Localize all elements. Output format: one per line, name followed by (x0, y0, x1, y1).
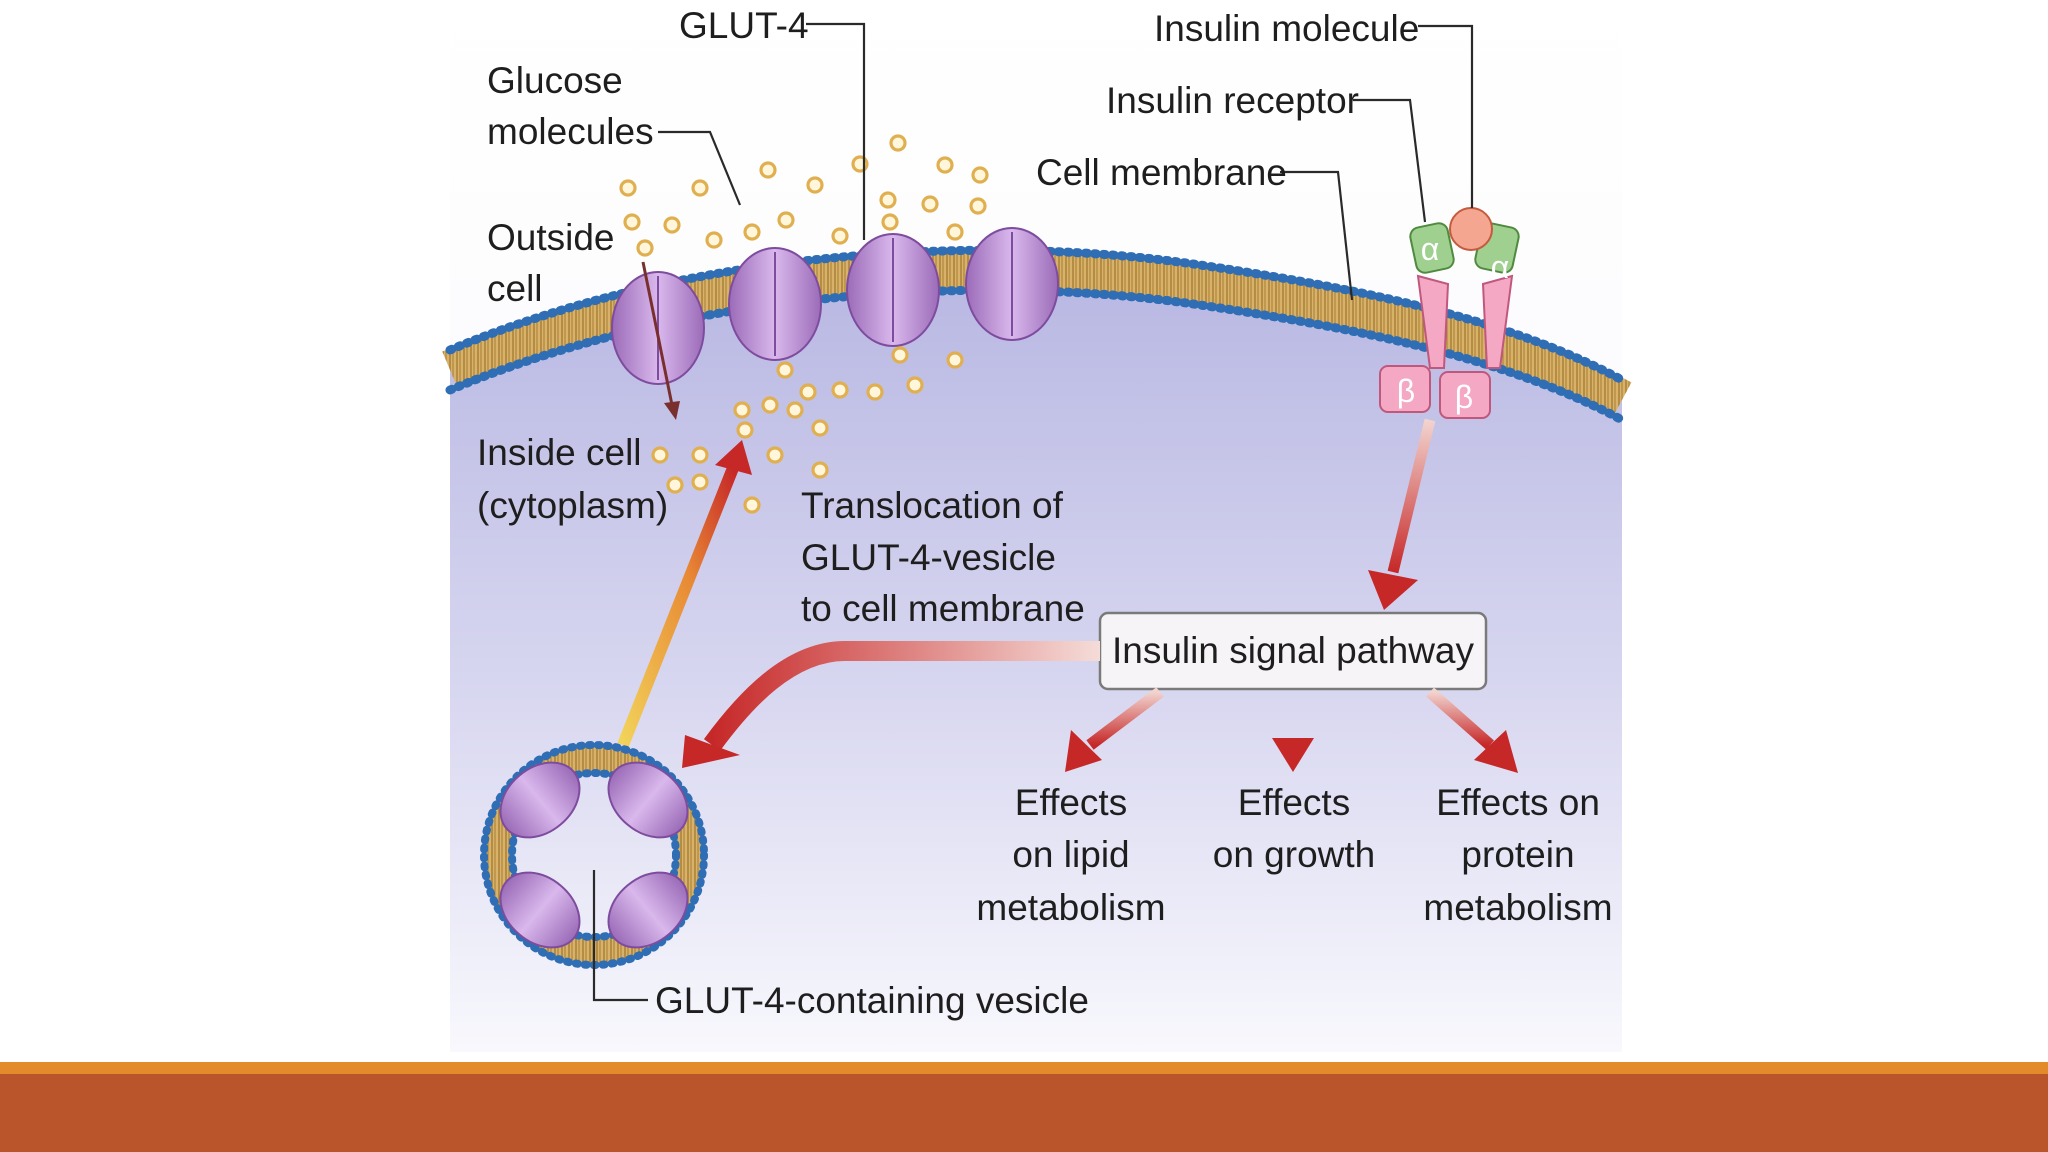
leader-insulin-molecule (1418, 24, 1474, 208)
glut4-transporter-3 (846, 233, 940, 347)
glucose-molecule (891, 346, 909, 364)
label-effect-lipid-line-1: Effects (1015, 782, 1127, 823)
glucose-molecule (866, 383, 884, 401)
footer-stripe (0, 1062, 2048, 1074)
signal-pathway-label: Insulin signal pathway (1112, 630, 1474, 671)
glucose-molecule (936, 156, 954, 174)
glucose-molecule (881, 213, 899, 231)
effect-lipid-arrow (1065, 687, 1164, 772)
leader-vesicle (592, 870, 648, 1002)
label-effect-growth-line-1: Effects (1238, 782, 1350, 823)
vesicle-to-membrane-arrow (617, 440, 752, 748)
label-glucose-line-2: molecules (487, 111, 654, 152)
glucose-molecule (879, 191, 897, 209)
glucose-molecule (691, 179, 709, 197)
glut4-insulin-diagram: α α β β Insulin signal pathway (442, 0, 1632, 1053)
glucose-molecule (623, 213, 641, 231)
glucose-entry-arrow (641, 261, 680, 420)
glucose-molecule (705, 231, 723, 249)
footer-bar (0, 1074, 2048, 1152)
label-outside-cell-line-1: Outside (487, 217, 615, 258)
leader-cell-membrane (1280, 170, 1354, 301)
glucose-molecule (806, 176, 824, 194)
label-effect-lipid-line-3: metabolism (976, 887, 1165, 928)
glucose-molecule (691, 446, 709, 464)
label-inside-cell-line-2: (cytoplasm) (477, 485, 668, 526)
glucose-molecule (831, 227, 849, 245)
insulin-molecule (1449, 207, 1493, 251)
glucose-molecule (799, 383, 817, 401)
glucose-molecule (663, 216, 681, 234)
leader-lines (592, 22, 1474, 1002)
label-translocation-line-1: Translocation of (801, 485, 1064, 526)
leader-glucose (658, 130, 742, 206)
label-translocation-line-2: GLUT-4-vesicle (801, 537, 1056, 578)
label-effect-protein-line-1: Effects on (1436, 782, 1600, 823)
label-effect-protein-line-3: metabolism (1423, 887, 1612, 928)
label-effect-lipid-line-2: on lipid (1012, 834, 1129, 875)
label-glut4: GLUT-4 (679, 5, 809, 46)
label-effect-protein-line-2: protein (1461, 834, 1574, 875)
receptor-alpha-left: α (1421, 231, 1440, 267)
glucose-molecules (619, 134, 989, 514)
receptor-beta-right: β (1455, 379, 1473, 415)
effect-growth-arrow (1272, 690, 1314, 772)
glucose-molecule (743, 223, 761, 241)
glucose-molecule (733, 401, 751, 419)
glucose-molecule (777, 211, 795, 229)
glut4-transporter-2 (728, 247, 822, 361)
insulin-receptor: α α β β (1379, 222, 1520, 419)
glucose-molecule (776, 361, 794, 379)
label-outside-cell-line-2: cell (487, 268, 543, 309)
glut4-transporter-4 (965, 227, 1059, 341)
signal-pathway-box: Insulin signal pathway (1098, 611, 1488, 691)
glucose-molecule (651, 446, 669, 464)
glucose-molecule (971, 166, 989, 184)
leader-insulin-receptor (1353, 98, 1427, 223)
glucose-molecule (743, 496, 761, 514)
receptor-beta-left: β (1397, 373, 1415, 409)
leader-glut4 (806, 22, 866, 240)
glucose-molecule (969, 197, 987, 215)
translocation-arrow (682, 641, 1100, 768)
glut4-transporter-1 (611, 271, 705, 385)
glucose-molecule (906, 376, 924, 394)
glucose-molecule (786, 401, 804, 419)
glucose-molecule (889, 134, 907, 152)
glucose-molecule (636, 239, 654, 257)
glucose-molecule (811, 461, 829, 479)
label-cell-membrane: Cell membrane (1036, 152, 1287, 193)
glucose-molecule (946, 351, 964, 369)
label-insulin-receptor: Insulin receptor (1106, 80, 1359, 121)
receptor-alpha-right: α (1491, 249, 1510, 285)
glucose-molecule (811, 419, 829, 437)
glucose-molecule (691, 473, 709, 491)
label-translocation-line-3: to cell membrane (801, 588, 1085, 629)
glucose-molecule (759, 161, 777, 179)
label-inside-cell-line-1: Inside cell (477, 432, 642, 473)
label-vesicle: GLUT-4-containing vesicle (655, 980, 1089, 1021)
glucose-molecule (666, 476, 684, 494)
glucose-molecule (736, 421, 754, 439)
glucose-molecule (766, 446, 784, 464)
receptor-to-pathway-arrow (1368, 418, 1436, 610)
label-effect-growth-line-2: on growth (1213, 834, 1376, 875)
glucose-molecule (921, 195, 939, 213)
glucose-molecule (761, 396, 779, 414)
glucose-molecule (831, 381, 849, 399)
label-insulin-molecule: Insulin molecule (1154, 8, 1419, 49)
label-glucose-line-1: Glucose (487, 60, 623, 101)
effect-protein-arrow (1426, 687, 1518, 773)
glucose-molecule (619, 179, 637, 197)
glucose-molecule (946, 223, 964, 241)
